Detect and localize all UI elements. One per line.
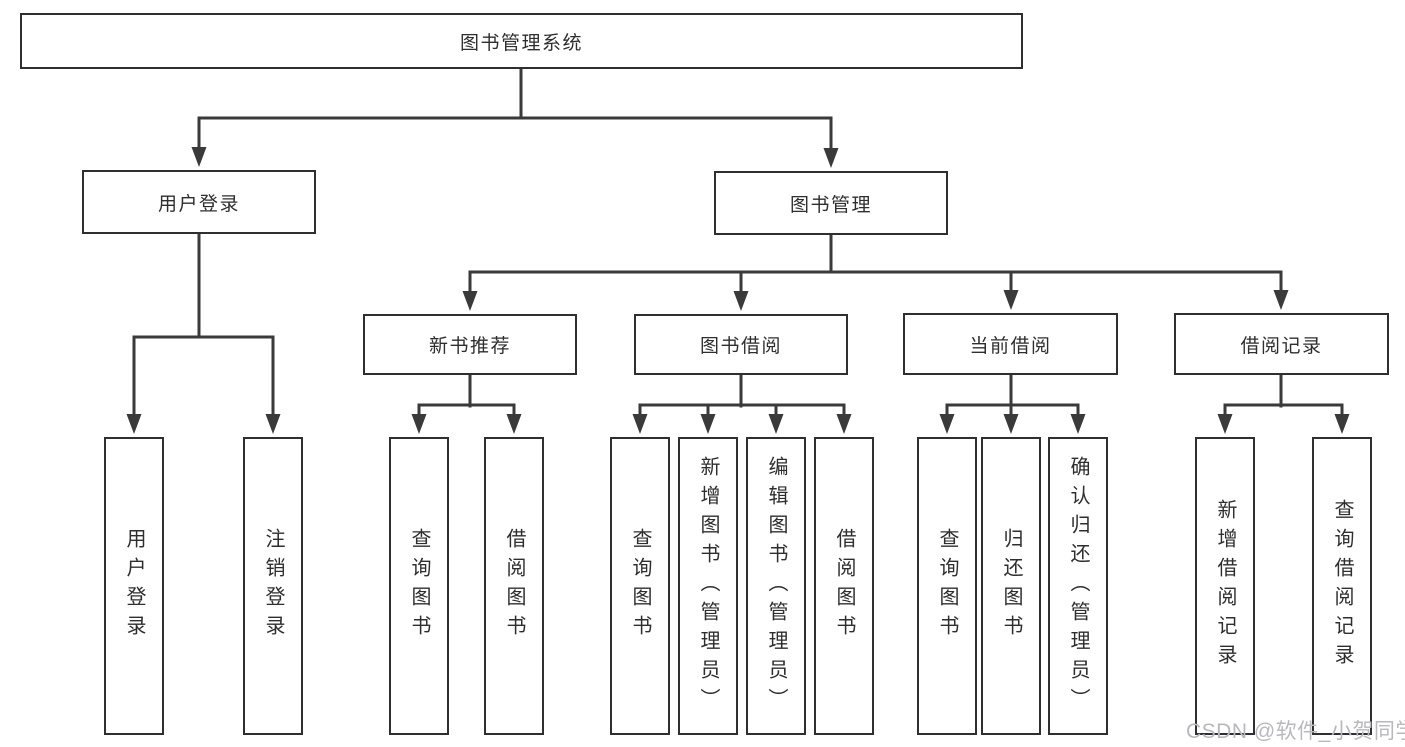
leaf-user-login-label: 用户登录 — [123, 528, 145, 644]
leaf-add-borrow-record: 新增借阅记录 — [1195, 437, 1255, 735]
leaf-current-query-book: 查询图书 — [917, 437, 977, 735]
leaf-add-book-admin: 新增图书（管理员） — [678, 437, 738, 735]
connector-arrowhead — [1273, 290, 1289, 310]
node-borrow-record: 借阅记录 — [1174, 313, 1389, 375]
leaf-query-borrow-record-label: 查询借阅记录 — [1331, 499, 1353, 673]
leaf-borrow-query-book-label: 查询图书 — [629, 528, 651, 644]
watermark: CSDN @软件_小贺同学 — [1186, 720, 1405, 743]
connector-arrowhead — [632, 414, 648, 434]
leaf-query-borrow-record: 查询借阅记录 — [1312, 437, 1372, 735]
connector-arrowhead — [1334, 414, 1350, 434]
connector-arrowhead — [411, 414, 427, 434]
connector-arrowhead — [823, 148, 839, 168]
leaf-return-book-label: 归还图书 — [1000, 528, 1022, 644]
leaf-borrow-book: 借阅图书 — [814, 437, 874, 735]
connector-arrowhead — [126, 414, 142, 434]
connector-arrowhead — [1003, 290, 1019, 310]
node-book-borrow: 图书借阅 — [634, 314, 848, 375]
node-user-login: 用户登录 — [82, 170, 316, 234]
leaf-recommend-borrow-book: 借阅图书 — [484, 437, 544, 735]
node-root: 图书管理系统 — [20, 13, 1023, 69]
connector-arrowhead — [462, 291, 478, 311]
leaf-confirm-return-admin: 确认归还（管理员） — [1048, 437, 1108, 735]
node-current-borrow: 当前借阅 — [903, 313, 1118, 375]
leaf-user-login: 用户登录 — [104, 437, 164, 735]
leaf-logout-label: 注销登录 — [262, 528, 284, 644]
connector-arrowhead — [1217, 414, 1233, 434]
connector-arrowhead — [506, 414, 522, 434]
leaf-recommend-query-book-label: 查询图书 — [408, 528, 430, 644]
leaf-recommend-query-book: 查询图书 — [389, 437, 449, 735]
node-book-management: 图书管理 — [714, 171, 948, 235]
connector-arrowhead — [836, 414, 852, 434]
leaf-borrow-book-label: 借阅图书 — [833, 528, 855, 644]
connector-arrowhead — [939, 414, 955, 434]
connector-arrowhead — [1003, 414, 1019, 434]
leaf-recommend-borrow-book-label: 借阅图书 — [503, 528, 525, 644]
connector-arrowhead — [191, 147, 207, 167]
connector-arrowhead — [265, 414, 281, 434]
leaf-current-query-book-label: 查询图书 — [936, 528, 958, 644]
leaf-logout: 注销登录 — [243, 437, 303, 735]
leaf-add-borrow-record-label: 新增借阅记录 — [1214, 499, 1236, 673]
leaf-edit-book-admin: 编辑图书（管理员） — [746, 437, 806, 735]
connector-arrowhead — [700, 414, 716, 434]
leaf-confirm-return-admin-label: 确认归还（管理员） — [1067, 455, 1089, 717]
leaf-borrow-query-book: 查询图书 — [610, 437, 670, 735]
connector-arrowhead — [1070, 414, 1086, 434]
leaf-edit-book-admin-label: 编辑图书（管理员） — [765, 455, 787, 717]
leaf-return-book: 归还图书 — [981, 437, 1041, 735]
node-new-book-recommend: 新书推荐 — [363, 314, 577, 375]
connector-arrowhead — [768, 414, 784, 434]
connector-arrowhead — [733, 291, 749, 311]
leaf-add-book-admin-label: 新增图书（管理员） — [697, 455, 719, 717]
